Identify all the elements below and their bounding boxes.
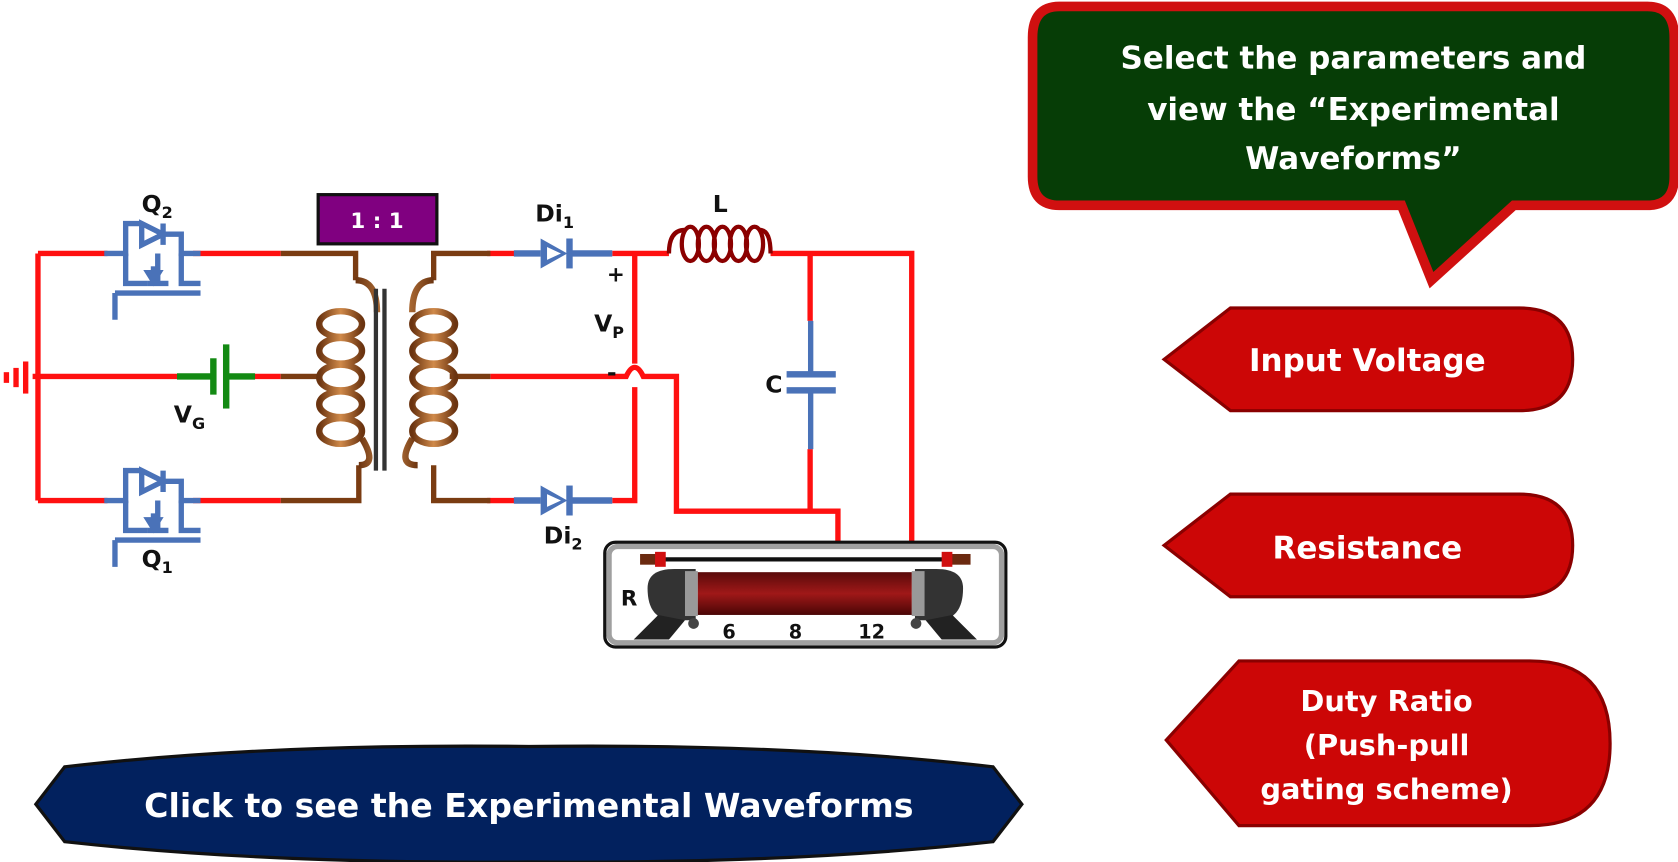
inductor-l xyxy=(666,224,773,264)
input-voltage-button[interactable]: Input Voltage xyxy=(1161,306,1575,413)
di2-label: Di2 xyxy=(544,521,583,553)
q2-label: Q2 xyxy=(142,190,173,222)
svg-text:(Push-pull: (Push-pull xyxy=(1304,728,1470,762)
callout-line-3: Waveforms” xyxy=(1245,141,1461,177)
capacitor-c xyxy=(786,320,836,450)
vp-plus-label: + xyxy=(607,262,625,287)
svg-text:gating scheme): gating scheme) xyxy=(1260,772,1512,806)
r-tap-8: 8 xyxy=(789,620,802,643)
r-tap-12: 12 xyxy=(858,620,885,643)
diode-di2 xyxy=(514,486,612,516)
experimental-waveforms-button[interactable]: Click to see the Experimental Waveforms xyxy=(33,744,1024,862)
transformer: 1 : 1 xyxy=(280,193,491,504)
svg-text:Resistance: Resistance xyxy=(1273,530,1463,566)
callout-line-2: view the “Experimental xyxy=(1147,92,1559,128)
turns-ratio-label: 1 : 1 xyxy=(350,209,403,234)
svg-text:Click to see the Experimental: Click to see the Experimental Waveforms xyxy=(144,786,913,825)
turns-ratio-box xyxy=(316,193,439,246)
q1-label: Q1 xyxy=(142,545,173,577)
vg-label: VG xyxy=(174,400,205,432)
instruction-callout: Select the parameters and view the “Expe… xyxy=(1027,1,1678,289)
mosfet-q2 xyxy=(104,224,200,320)
r-tap-6: 6 xyxy=(722,620,735,643)
svg-text:Duty Ratio: Duty Ratio xyxy=(1300,684,1472,718)
ground-icon xyxy=(3,361,29,394)
duty-ratio-button[interactable]: Duty Ratio (Push-pull gating scheme) xyxy=(1164,659,1612,828)
battery-vg xyxy=(176,344,256,409)
wiring xyxy=(32,250,915,543)
rheostat-r xyxy=(603,540,1008,649)
vp-label: VP xyxy=(594,310,624,342)
callout-line-1: Select the parameters and xyxy=(1120,40,1586,76)
svg-text:Input Voltage: Input Voltage xyxy=(1249,343,1486,379)
transformer-core xyxy=(373,288,387,471)
r-label: R xyxy=(621,586,638,611)
resistance-button[interactable]: Resistance xyxy=(1161,492,1575,599)
c-label: C xyxy=(765,370,782,398)
vp-minus-label: - xyxy=(607,359,617,387)
diode-di1 xyxy=(514,238,612,268)
l-label: L xyxy=(713,190,728,218)
di1-label: Di1 xyxy=(535,199,574,231)
